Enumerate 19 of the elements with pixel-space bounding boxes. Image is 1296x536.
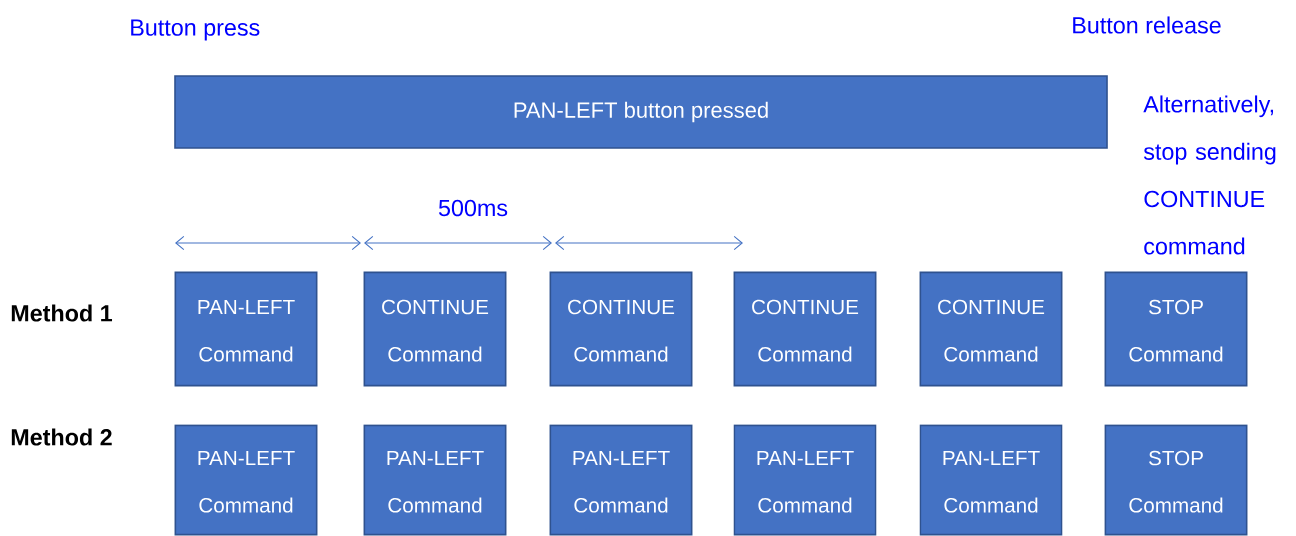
command-box: CONTINUE Command: [549, 271, 693, 387]
command-box: PAN-LEFT Command: [549, 424, 693, 536]
annotation-text: Alternatively, stop sending CONTINUE command: [1143, 95, 1276, 255]
bar: PAN-LEFT button pressed: [174, 75, 1108, 149]
command-box: PAN-LEFT Command: [174, 271, 318, 387]
command-box: CONTINUE Command: [363, 271, 507, 387]
command-box: CONTINUE Command: [919, 271, 1063, 387]
command-box: PAN-LEFT Command: [363, 424, 507, 536]
command-box: PAN-LEFT Command: [733, 424, 877, 536]
timing-label: Button release: [1073, 16, 1221, 34]
command-box: STOP Command: [1104, 424, 1248, 536]
timing-label: Button press: [131, 19, 260, 41]
command-box: CONTINUE Command: [733, 271, 877, 387]
timing-label: 500ms: [438, 199, 508, 217]
command-box: STOP Command: [1104, 271, 1248, 387]
method-label: Method 2: [11, 428, 112, 446]
command-box: PAN-LEFT Command: [174, 424, 318, 536]
command-box: PAN-LEFT Command: [919, 424, 1063, 536]
method-label: Method 1: [11, 304, 112, 322]
